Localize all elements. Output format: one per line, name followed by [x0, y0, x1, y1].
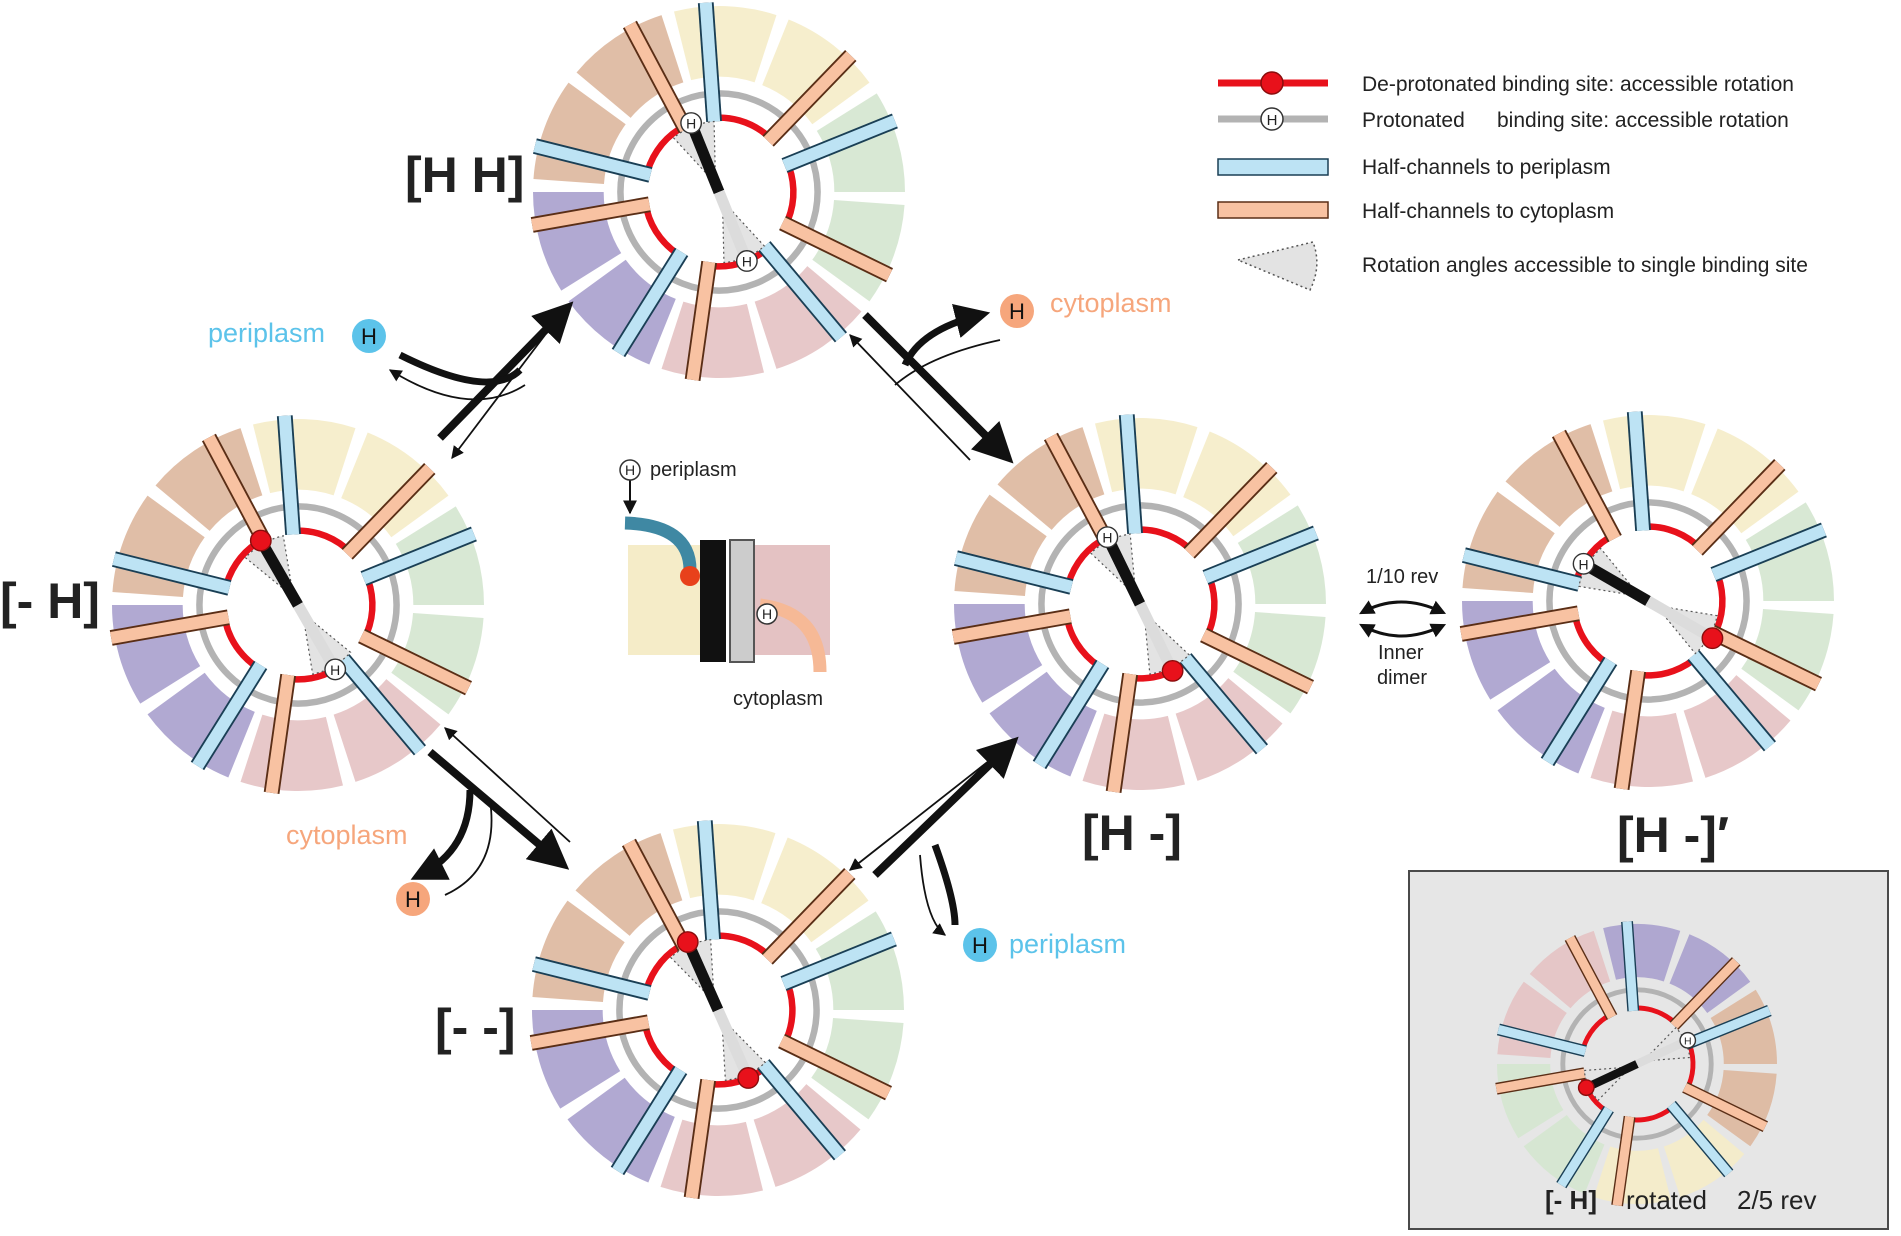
svg-text:H: H	[972, 933, 988, 958]
svg-text:H: H	[405, 887, 421, 912]
transition-arrows	[388, 301, 1447, 936]
state-label-mh: [- H]	[0, 573, 100, 629]
svg-text:De-protonated binding site: ac: De-protonated binding site: accessible r…	[1362, 73, 1794, 96]
svg-text:H: H	[1102, 530, 1112, 546]
proton-cytoplasm-icon: H	[396, 882, 430, 916]
deprotonated-site-icon	[737, 1067, 760, 1089]
svg-text:H: H	[1267, 112, 1278, 129]
proton-icon: H	[619, 459, 641, 481]
rotor-wheel: H	[951, 414, 1326, 793]
proton-cytoplasm-icon: H	[1000, 294, 1034, 328]
inset-caption: [- H] rotated 2/5 rev	[1545, 1185, 1817, 1215]
deprotonated-site-icon	[1701, 627, 1724, 650]
inner-dimer-label-1: Inner	[1378, 642, 1424, 664]
svg-text:H: H	[1009, 299, 1025, 324]
deprotonated-site-icon	[1161, 659, 1184, 682]
deprotonated-site-icon	[249, 529, 272, 552]
proton-periplasm-icon: H	[963, 928, 997, 962]
cytoplasm-label-left: cytoplasm	[286, 820, 408, 850]
schematic-periplasm-label: periplasm	[650, 459, 737, 481]
legend-item-rotation-angles: Rotation angles accessible to single bin…	[1235, 241, 1808, 291]
deprotonated-site-icon	[676, 931, 699, 953]
rotor-wheel	[529, 820, 904, 1199]
svg-text:Half-channels to periplasm: Half-channels to periplasm	[1362, 156, 1611, 179]
proton-icon: H	[756, 603, 778, 625]
legend-item-protonated: H Protonated binding site: accessible ro…	[1218, 107, 1789, 132]
protonated-site-icon: H	[680, 112, 703, 134]
state-label-hm-prime: [H -]′	[1617, 807, 1729, 863]
protonated-site-icon: H	[1572, 552, 1595, 575]
legend-item-cytoplasm-channel: Half-channels to cytoplasm	[1217, 200, 1614, 223]
periplasm-label-bottom: periplasm	[1009, 929, 1126, 959]
schematic-cytoplasm-label: cytoplasm	[733, 688, 823, 710]
legend-item-deprotonated: De-protonated binding site: accessible r…	[1218, 71, 1794, 96]
svg-text:H: H	[762, 606, 772, 622]
state-label-mm: [- -]	[435, 999, 516, 1055]
rotor-wheel: HH	[530, 2, 905, 381]
legend: De-protonated binding site: accessible r…	[1217, 71, 1808, 291]
inner-dimer-label-2: dimer	[1377, 667, 1427, 689]
rotor-wheel: H	[1459, 411, 1834, 790]
svg-text:H: H	[686, 116, 696, 132]
inset-caption-a: rotated	[1626, 1185, 1707, 1215]
svg-text:H: H	[330, 662, 340, 678]
protonated-site-icon: H	[1679, 1031, 1697, 1049]
state-labels: [H H] [- H] [H -] [- -] [H -]′	[0, 147, 1729, 1055]
center-schematic: H periplasm H cytoplasm	[619, 459, 830, 710]
svg-text:Rotation angles accessible to: Rotation angles accessible to single bin…	[1362, 254, 1808, 277]
state-label-hh: [H H]	[405, 147, 524, 203]
rotor-wheel: H	[109, 415, 484, 794]
svg-text:Protonated: Protonated	[1362, 109, 1465, 132]
protonated-site-icon: H	[735, 250, 758, 272]
svg-text:Half-channels to cytoplasm: Half-channels to cytoplasm	[1362, 200, 1614, 223]
proton-periplasm-icon: H	[352, 319, 386, 353]
legend-item-periplasm-channel: Half-channels to periplasm	[1217, 156, 1611, 179]
svg-text:H: H	[1579, 556, 1589, 572]
deprotonated-site-icon	[1577, 1079, 1595, 1097]
svg-text:H: H	[742, 254, 752, 270]
rotor-wheel: H	[1495, 921, 1777, 1207]
svg-text:H: H	[361, 324, 377, 349]
svg-text:binding site: accessible rotat: binding site: accessible rotation	[1497, 109, 1789, 132]
inset-caption-b: 2/5 rev	[1737, 1185, 1817, 1215]
protonated-site-icon: H	[324, 658, 347, 681]
svg-text:H: H	[1684, 1036, 1692, 1048]
rotation-amount: 1/10 rev	[1366, 566, 1438, 588]
state-label-hm: [H -]	[1082, 805, 1182, 861]
transition-labels: periplasm H H cytoplasm cytoplasm H H pe…	[208, 288, 1438, 962]
periplasm-label-left: periplasm	[208, 318, 325, 348]
protonated-site-icon: H	[1096, 526, 1119, 549]
inset-state-label: [- H]	[1545, 1185, 1597, 1215]
cytoplasm-label-top: cytoplasm	[1050, 288, 1172, 318]
svg-text:H: H	[625, 462, 635, 478]
